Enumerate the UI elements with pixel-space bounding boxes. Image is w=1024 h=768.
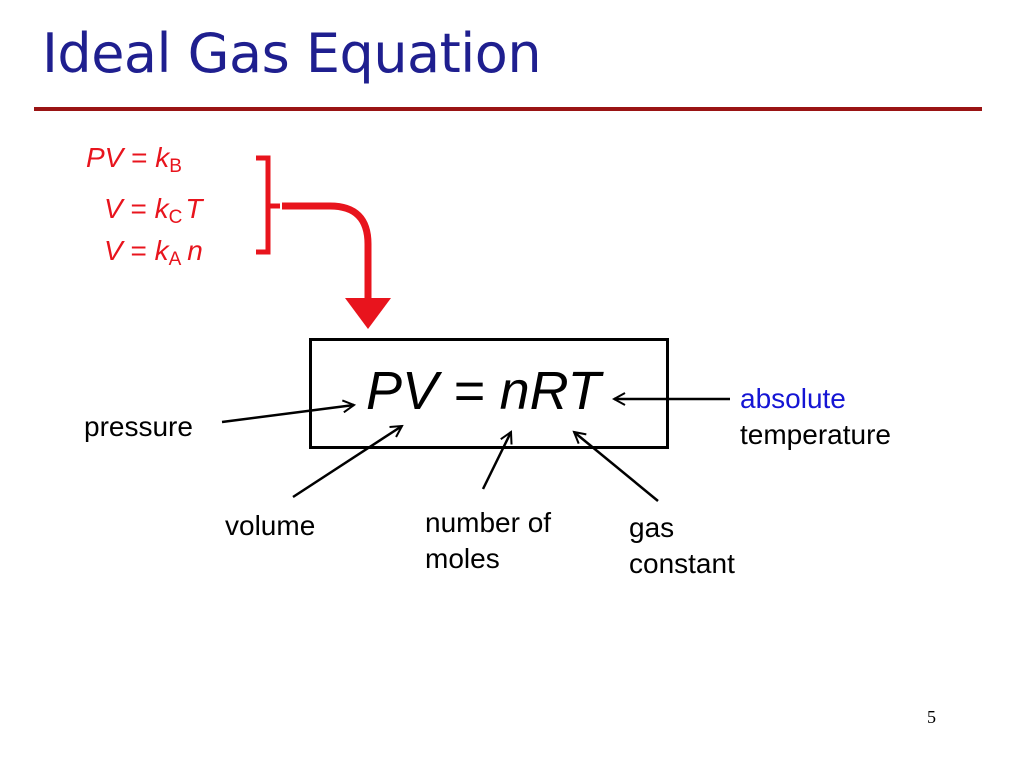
moles-label-line1: number of [425, 507, 552, 538]
red-arrowhead [345, 298, 391, 329]
avogadro-sub: A [168, 249, 182, 270]
title-rule [34, 107, 982, 111]
moles-arrow [481, 432, 511, 490]
ideal-gas-equation: PV = nRT [366, 361, 601, 421]
volume-arrow [292, 426, 402, 499]
boyle-eq: = [123, 142, 156, 173]
gas-constant-label-line1: gas [629, 512, 675, 543]
moles-label: number of moles [425, 505, 551, 577]
avogadro-lhs: V [104, 235, 123, 266]
boyle-lhs: PV [86, 142, 124, 173]
moles-label-line2: moles [425, 543, 500, 574]
boyle-law: PV = kB [86, 142, 182, 178]
charles-eq: = [122, 193, 155, 224]
slide-title: Ideal Gas Equation [42, 22, 542, 85]
gas-constant-arrow [574, 432, 659, 502]
avogadro-k: k [154, 235, 169, 266]
volume-label: volume [225, 510, 316, 541]
pressure-label: pressure [84, 411, 193, 442]
gas-constant-label-line2: constant [629, 548, 735, 579]
charles-sub: C [168, 207, 183, 228]
temperature-label-line1: absolute [740, 383, 846, 414]
page-number: 5 [927, 707, 936, 727]
charles-k: k [154, 193, 169, 224]
avogadro-rhs: n [187, 235, 203, 266]
boyle-k: k [155, 142, 170, 173]
avogadro-eq: = [122, 235, 155, 266]
charles-rhs: T [185, 193, 203, 224]
temperature-label-line2: temperature [740, 419, 891, 450]
pressure-arrow [221, 405, 354, 424]
red-curved-arrow-shaft [282, 202, 372, 300]
red-bracket [256, 155, 280, 255]
gas-constant-label: gas constant [629, 510, 735, 582]
charles-lhs: V [104, 193, 123, 224]
temperature-label: absolute temperature [740, 381, 891, 453]
boyle-sub: B [169, 156, 182, 177]
equation-box [309, 338, 669, 449]
